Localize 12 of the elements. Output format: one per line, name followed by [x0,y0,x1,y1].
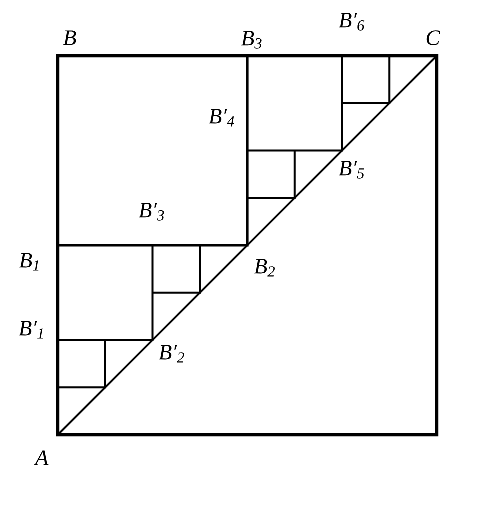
point-label: B′$_{1}$ [18,321,44,339]
point-label: C [426,30,441,46]
point-label: B′$_{2}$ [158,345,184,363]
point-label: B$_{3}$ [241,31,262,49]
point-label: B′$_{4}$ [208,109,234,127]
point-label: B′$_{3}$ [138,203,164,221]
point-label: A [34,450,49,466]
point-label: B [63,30,76,46]
point-label: B$_{2}$ [254,259,275,277]
point-label: B′$_{6}$ [338,13,365,31]
point-label: B$_{1}$ [19,253,39,271]
point-label: B′$_{5}$ [338,161,364,179]
